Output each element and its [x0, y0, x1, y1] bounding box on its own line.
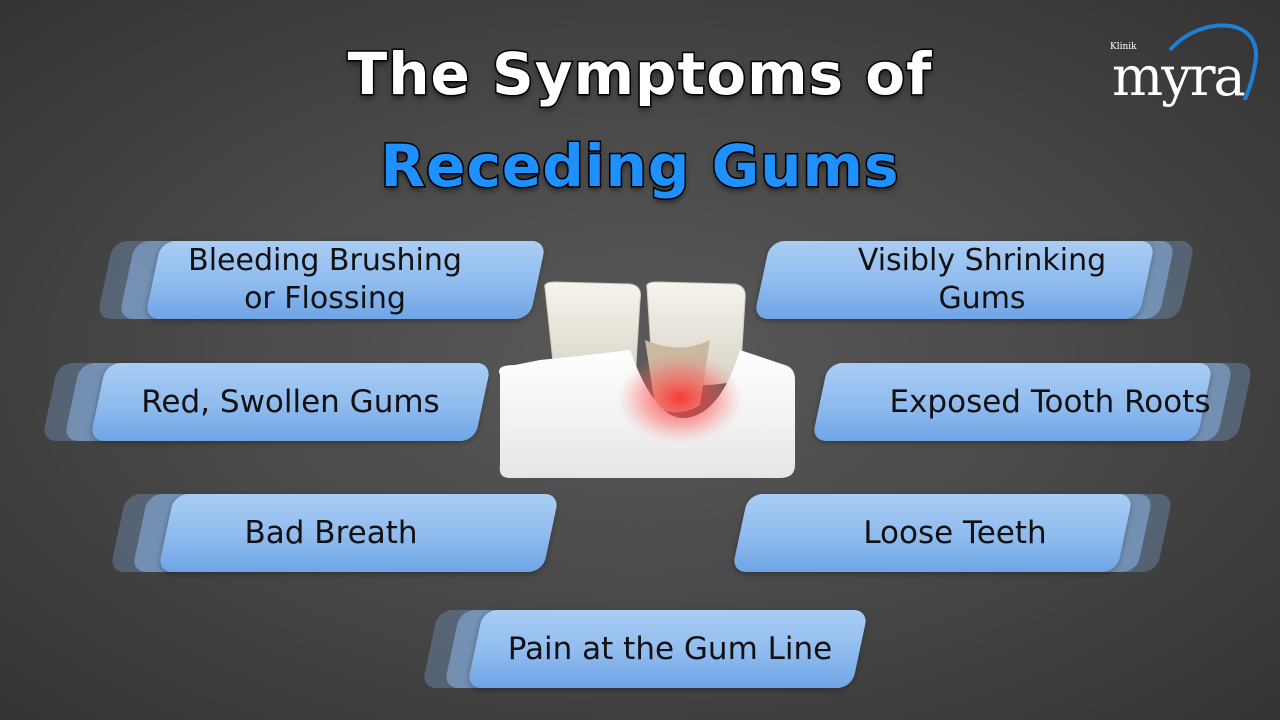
logo-main-text: myra: [1112, 45, 1246, 108]
title-line-2: Receding Gums: [379, 131, 900, 202]
symptom-red-swollen: Red, Swollen Gums: [41, 363, 492, 441]
symptom-red-swollen-label: Red, Swollen Gums: [141, 384, 440, 420]
symptom-loose-teeth-label: Loose Teeth: [863, 515, 1047, 551]
symptom-bad-breath-label: Bad Breath: [244, 515, 418, 551]
logo-arc-icon: [1168, 23, 1259, 101]
logo-small-text: Klinik: [1110, 42, 1137, 52]
symptom-exposed-roots: Exposed Tooth Roots: [811, 363, 1254, 441]
symptom-loose-teeth: Loose Teeth: [731, 494, 1174, 572]
symptom-bleeding-label: Bleeding Brushing or Flossing: [188, 243, 462, 316]
symptom-bleeding: Bleeding Brushing or Flossing: [96, 241, 547, 319]
symptom-bad-breath: Bad Breath: [109, 494, 560, 572]
symptom-shrinking-label: Visibly Shrinking Gums: [857, 243, 1107, 316]
title-line-1: The Symptoms of: [346, 39, 933, 110]
receding-gums-illustration: [495, 280, 795, 480]
symptom-shrinking: Visibly Shrinking Gums: [753, 241, 1196, 319]
inflammation-glow: [618, 353, 742, 443]
symptom-pain: Pain at the Gum Line: [421, 610, 869, 688]
symptom-exposed-roots-label: Exposed Tooth Roots: [889, 384, 1211, 420]
brand-logo: Klinik myra: [1100, 20, 1265, 115]
symptom-pain-label: Pain at the Gum Line: [507, 631, 833, 667]
